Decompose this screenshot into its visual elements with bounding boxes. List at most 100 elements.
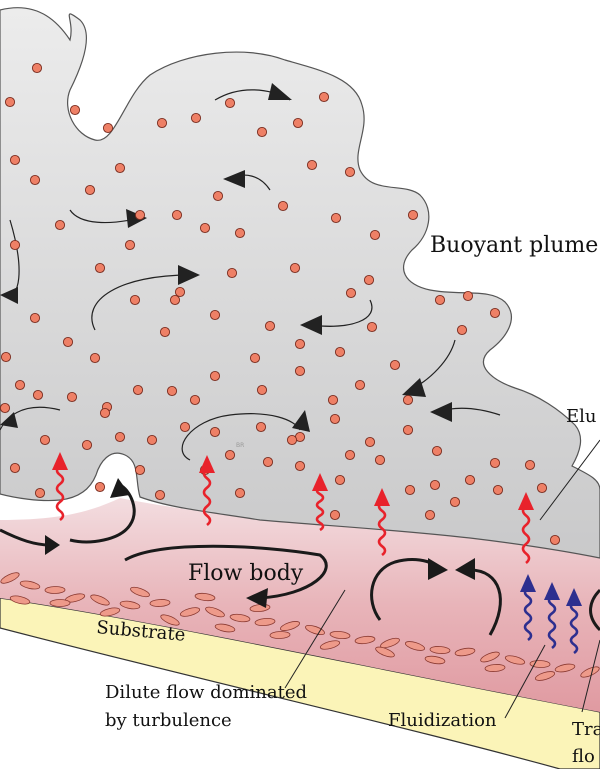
label-transport: Tra (572, 719, 600, 740)
particle (407, 209, 419, 221)
particle (4, 96, 16, 108)
particle (363, 274, 375, 286)
particle (99, 407, 111, 419)
particle (209, 309, 221, 321)
arrowhead (292, 410, 310, 432)
particle (345, 287, 357, 299)
fluidization-arrows (520, 574, 582, 655)
particle (14, 379, 26, 391)
label-fluidization: Fluidization (388, 710, 497, 731)
particle (429, 479, 441, 491)
particle (190, 112, 202, 124)
clast (280, 621, 300, 631)
clast (194, 592, 216, 602)
label-elutriation: Elu (566, 406, 597, 427)
particle (334, 474, 346, 486)
clast (269, 631, 291, 639)
clast (160, 614, 180, 626)
circulation-arrowheads (0, 83, 452, 432)
particle (354, 379, 366, 391)
particle (209, 426, 221, 438)
particle (174, 286, 186, 298)
particle (62, 336, 74, 348)
clast (534, 671, 556, 681)
clast (179, 607, 201, 617)
leader-fluidization (504, 644, 546, 719)
particle (255, 421, 267, 433)
particle (334, 346, 346, 358)
particle (124, 239, 136, 251)
particle (134, 464, 146, 476)
arrowhead (199, 455, 215, 473)
clast (404, 641, 426, 651)
buoyant-plume (0, 7, 600, 559)
clast (49, 599, 71, 607)
particle (292, 117, 304, 129)
arrowhead (430, 402, 452, 422)
fluidization-arrow (547, 594, 557, 650)
particle (374, 454, 386, 466)
arrowhead (566, 588, 582, 606)
particle (344, 449, 356, 461)
particle (492, 484, 504, 496)
particle (114, 162, 126, 174)
clast (229, 613, 251, 623)
particle (114, 431, 126, 443)
fluidization-arrow (569, 600, 579, 655)
basal-clasts (0, 572, 600, 681)
particle (189, 394, 201, 406)
particle (294, 338, 306, 350)
particle (536, 482, 548, 494)
leader-elutriation (539, 439, 600, 521)
particle (234, 487, 246, 499)
arrowhead (520, 574, 536, 592)
arrowhead (0, 412, 18, 428)
flow-arrow (589, 588, 600, 632)
particle (166, 385, 178, 397)
particle (402, 424, 414, 436)
particle (171, 209, 183, 221)
clast (254, 618, 276, 626)
watermark: BR (236, 442, 244, 449)
eddy-arrow (91, 274, 191, 331)
arrowhead (246, 588, 268, 608)
flow-arrow (469, 568, 502, 636)
particle (159, 326, 171, 338)
clast (19, 580, 41, 590)
arrowhead (374, 488, 390, 506)
particle (234, 227, 246, 239)
clast (504, 655, 526, 665)
particle (39, 434, 51, 446)
particle (402, 394, 414, 406)
particle (256, 384, 268, 396)
particle (434, 294, 446, 306)
particle (146, 434, 158, 446)
particle (464, 474, 476, 486)
elutriation-arrow (55, 464, 65, 522)
particle (84, 184, 96, 196)
particle (169, 294, 181, 306)
particle (449, 496, 461, 508)
clast (329, 630, 351, 640)
particle (389, 359, 401, 371)
particle (132, 384, 144, 396)
arrowhead (544, 582, 560, 600)
leader-lines (284, 439, 600, 719)
elutriation-arrow (521, 504, 531, 565)
eddy-arrow (181, 413, 301, 461)
particle (81, 439, 93, 451)
particle (29, 312, 41, 324)
particle (9, 462, 21, 474)
particle (129, 294, 141, 306)
particle (89, 352, 101, 364)
particle (9, 154, 21, 166)
clast (99, 607, 121, 617)
fluidization-arrow (523, 586, 533, 642)
clast (454, 647, 476, 657)
clast (305, 624, 325, 636)
particle (369, 229, 381, 241)
clast (480, 651, 500, 663)
flow-body-arrowheads (45, 478, 475, 608)
particle (327, 394, 339, 406)
